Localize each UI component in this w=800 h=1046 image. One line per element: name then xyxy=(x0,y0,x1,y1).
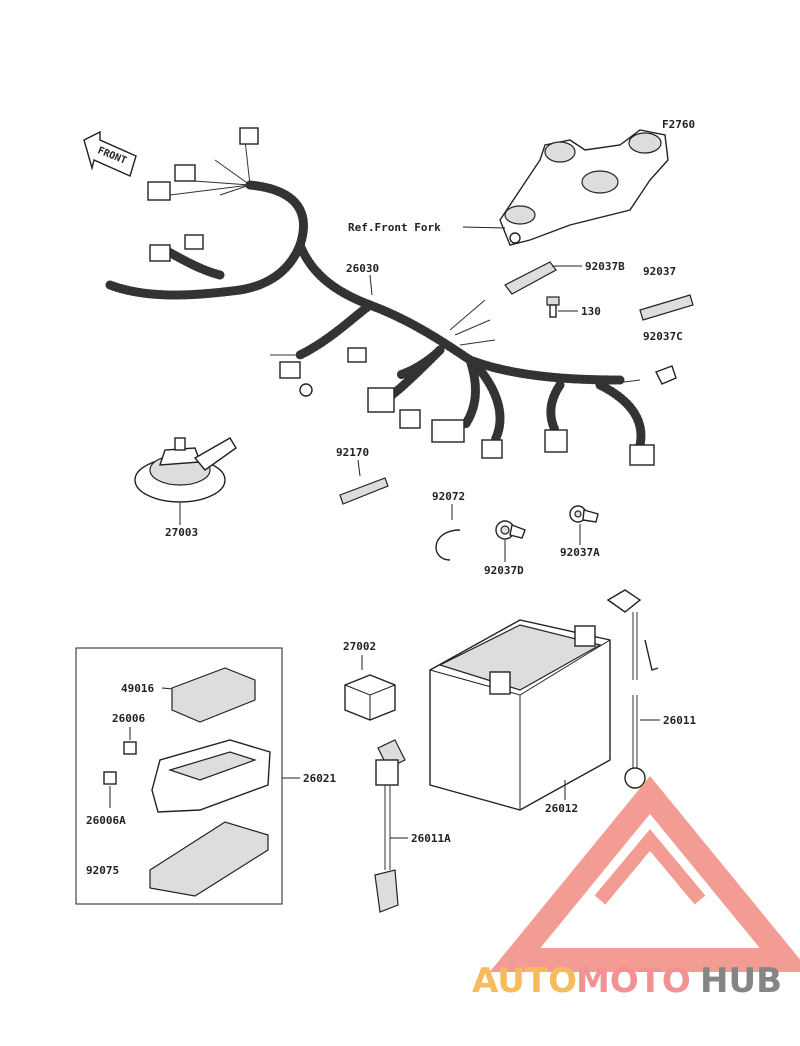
fuse-cover-49016 xyxy=(171,667,256,723)
horn-27003 xyxy=(134,437,237,503)
part-26030: 26030 xyxy=(346,262,379,275)
part-27003: 27003 xyxy=(165,526,198,539)
part-92037d: 92037D xyxy=(484,564,524,577)
fuse-box-frame xyxy=(75,647,283,905)
bracket-92037 xyxy=(639,294,694,321)
bolt-130 xyxy=(546,296,560,318)
clamp-92072 xyxy=(435,529,461,561)
part-92075: 92075 xyxy=(86,864,119,877)
relay-27002 xyxy=(344,674,396,721)
part-26021: 26021 xyxy=(303,772,336,785)
part-92072: 92072 xyxy=(432,490,465,503)
logo-hub: HUB xyxy=(700,961,782,1001)
lead-26011a xyxy=(374,739,406,913)
part-92037: 92037 xyxy=(643,265,676,278)
part-92037c: 92037C xyxy=(643,330,683,343)
part-130: 130 xyxy=(581,305,601,318)
fuse-case-92075 xyxy=(149,821,269,897)
part-92037a: 92037A xyxy=(560,546,600,559)
front-fork-bracket xyxy=(499,129,669,246)
clip xyxy=(655,365,677,385)
fuse-26006 xyxy=(123,741,137,755)
band-92170 xyxy=(339,477,389,505)
fuse-26006a xyxy=(103,771,117,785)
logo-moto: MOTO xyxy=(576,961,691,1001)
clamp-92037d xyxy=(495,520,526,540)
front-arrow-icon: FRONT xyxy=(83,130,137,177)
part-26011a: 26011A xyxy=(411,832,451,845)
lead-26011 xyxy=(606,589,659,789)
wire-harness xyxy=(105,127,655,466)
part-26006a: 26006A xyxy=(86,814,126,827)
automotohub-logo: AUTO MOTO HUB xyxy=(472,776,800,1001)
bracket-92037b xyxy=(504,261,557,295)
part-92170: 92170 xyxy=(336,446,369,459)
battery-26012 xyxy=(429,619,611,811)
part-26012: 26012 xyxy=(545,802,578,815)
ref-front-fork: Ref.Front Fork xyxy=(348,221,441,234)
part-26006: 26006 xyxy=(112,712,145,725)
part-49016: 49016 xyxy=(121,682,154,695)
part-26011: 26011 xyxy=(663,714,696,727)
part-27002: 27002 xyxy=(343,640,376,653)
fuse-block xyxy=(151,739,271,813)
figure-code: F2760 xyxy=(662,118,695,131)
logo-auto: AUTO xyxy=(472,961,577,1001)
clamp-92037a xyxy=(569,505,599,523)
part-92037b: 92037B xyxy=(585,260,625,273)
